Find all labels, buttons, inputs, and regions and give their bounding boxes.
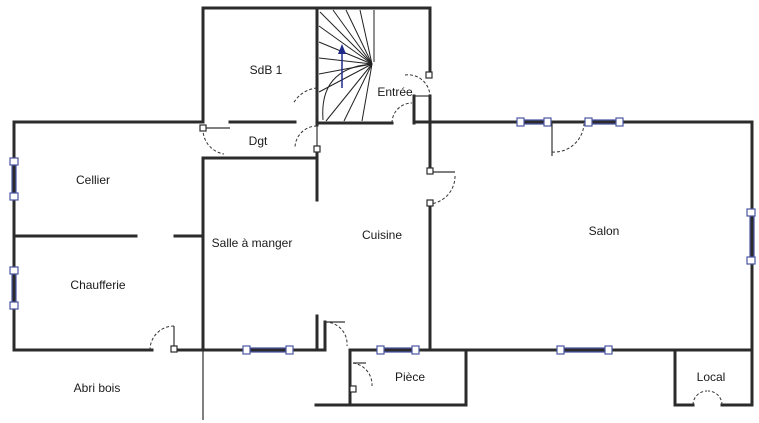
door-local	[692, 390, 723, 406]
label-chaufferie: Chaufferie	[70, 278, 125, 292]
door-entree	[391, 71, 433, 124]
window-sam-south	[242, 345, 294, 355]
label-sdb1: SdB 1	[250, 63, 283, 77]
door-sdb	[292, 87, 318, 118]
window-salon-north-b	[584, 117, 624, 127]
label-salle-a-manger: Salle à manger	[212, 236, 293, 250]
door-salon-north	[551, 122, 585, 156]
staircase	[318, 9, 375, 122]
label-abri-bois: Abri bois	[74, 381, 121, 395]
window-salon-south	[556, 345, 613, 355]
label-salon: Salon	[589, 224, 620, 238]
door-dgt-top	[202, 127, 230, 155]
walls	[12, 6, 754, 420]
doors	[149, 71, 723, 406]
room-labels: SdB 1 Entrée Dgt Cellier Chaufferie Abri…	[70, 63, 725, 395]
label-piece: Pièce	[395, 370, 425, 384]
door-cuisine-south	[324, 321, 348, 347]
door-cuisine-salon	[426, 167, 456, 207]
door-piece	[349, 362, 373, 393]
label-dgt: Dgt	[249, 134, 268, 148]
window-salon-north-a	[516, 117, 552, 127]
label-entree: Entrée	[377, 85, 413, 99]
window-salon-east	[746, 208, 756, 265]
windows	[9, 117, 756, 355]
window-chaufferie	[9, 266, 19, 310]
label-local: Local	[697, 370, 726, 384]
window-cellier	[9, 157, 19, 201]
stair-arrow-icon	[338, 44, 346, 54]
label-cellier: Cellier	[76, 173, 110, 187]
door-jamb	[313, 145, 321, 153]
door-jamb	[199, 124, 207, 132]
window-cuisine-south	[376, 345, 420, 355]
label-cuisine: Cuisine	[362, 228, 402, 242]
door-chaufferie	[149, 325, 178, 353]
